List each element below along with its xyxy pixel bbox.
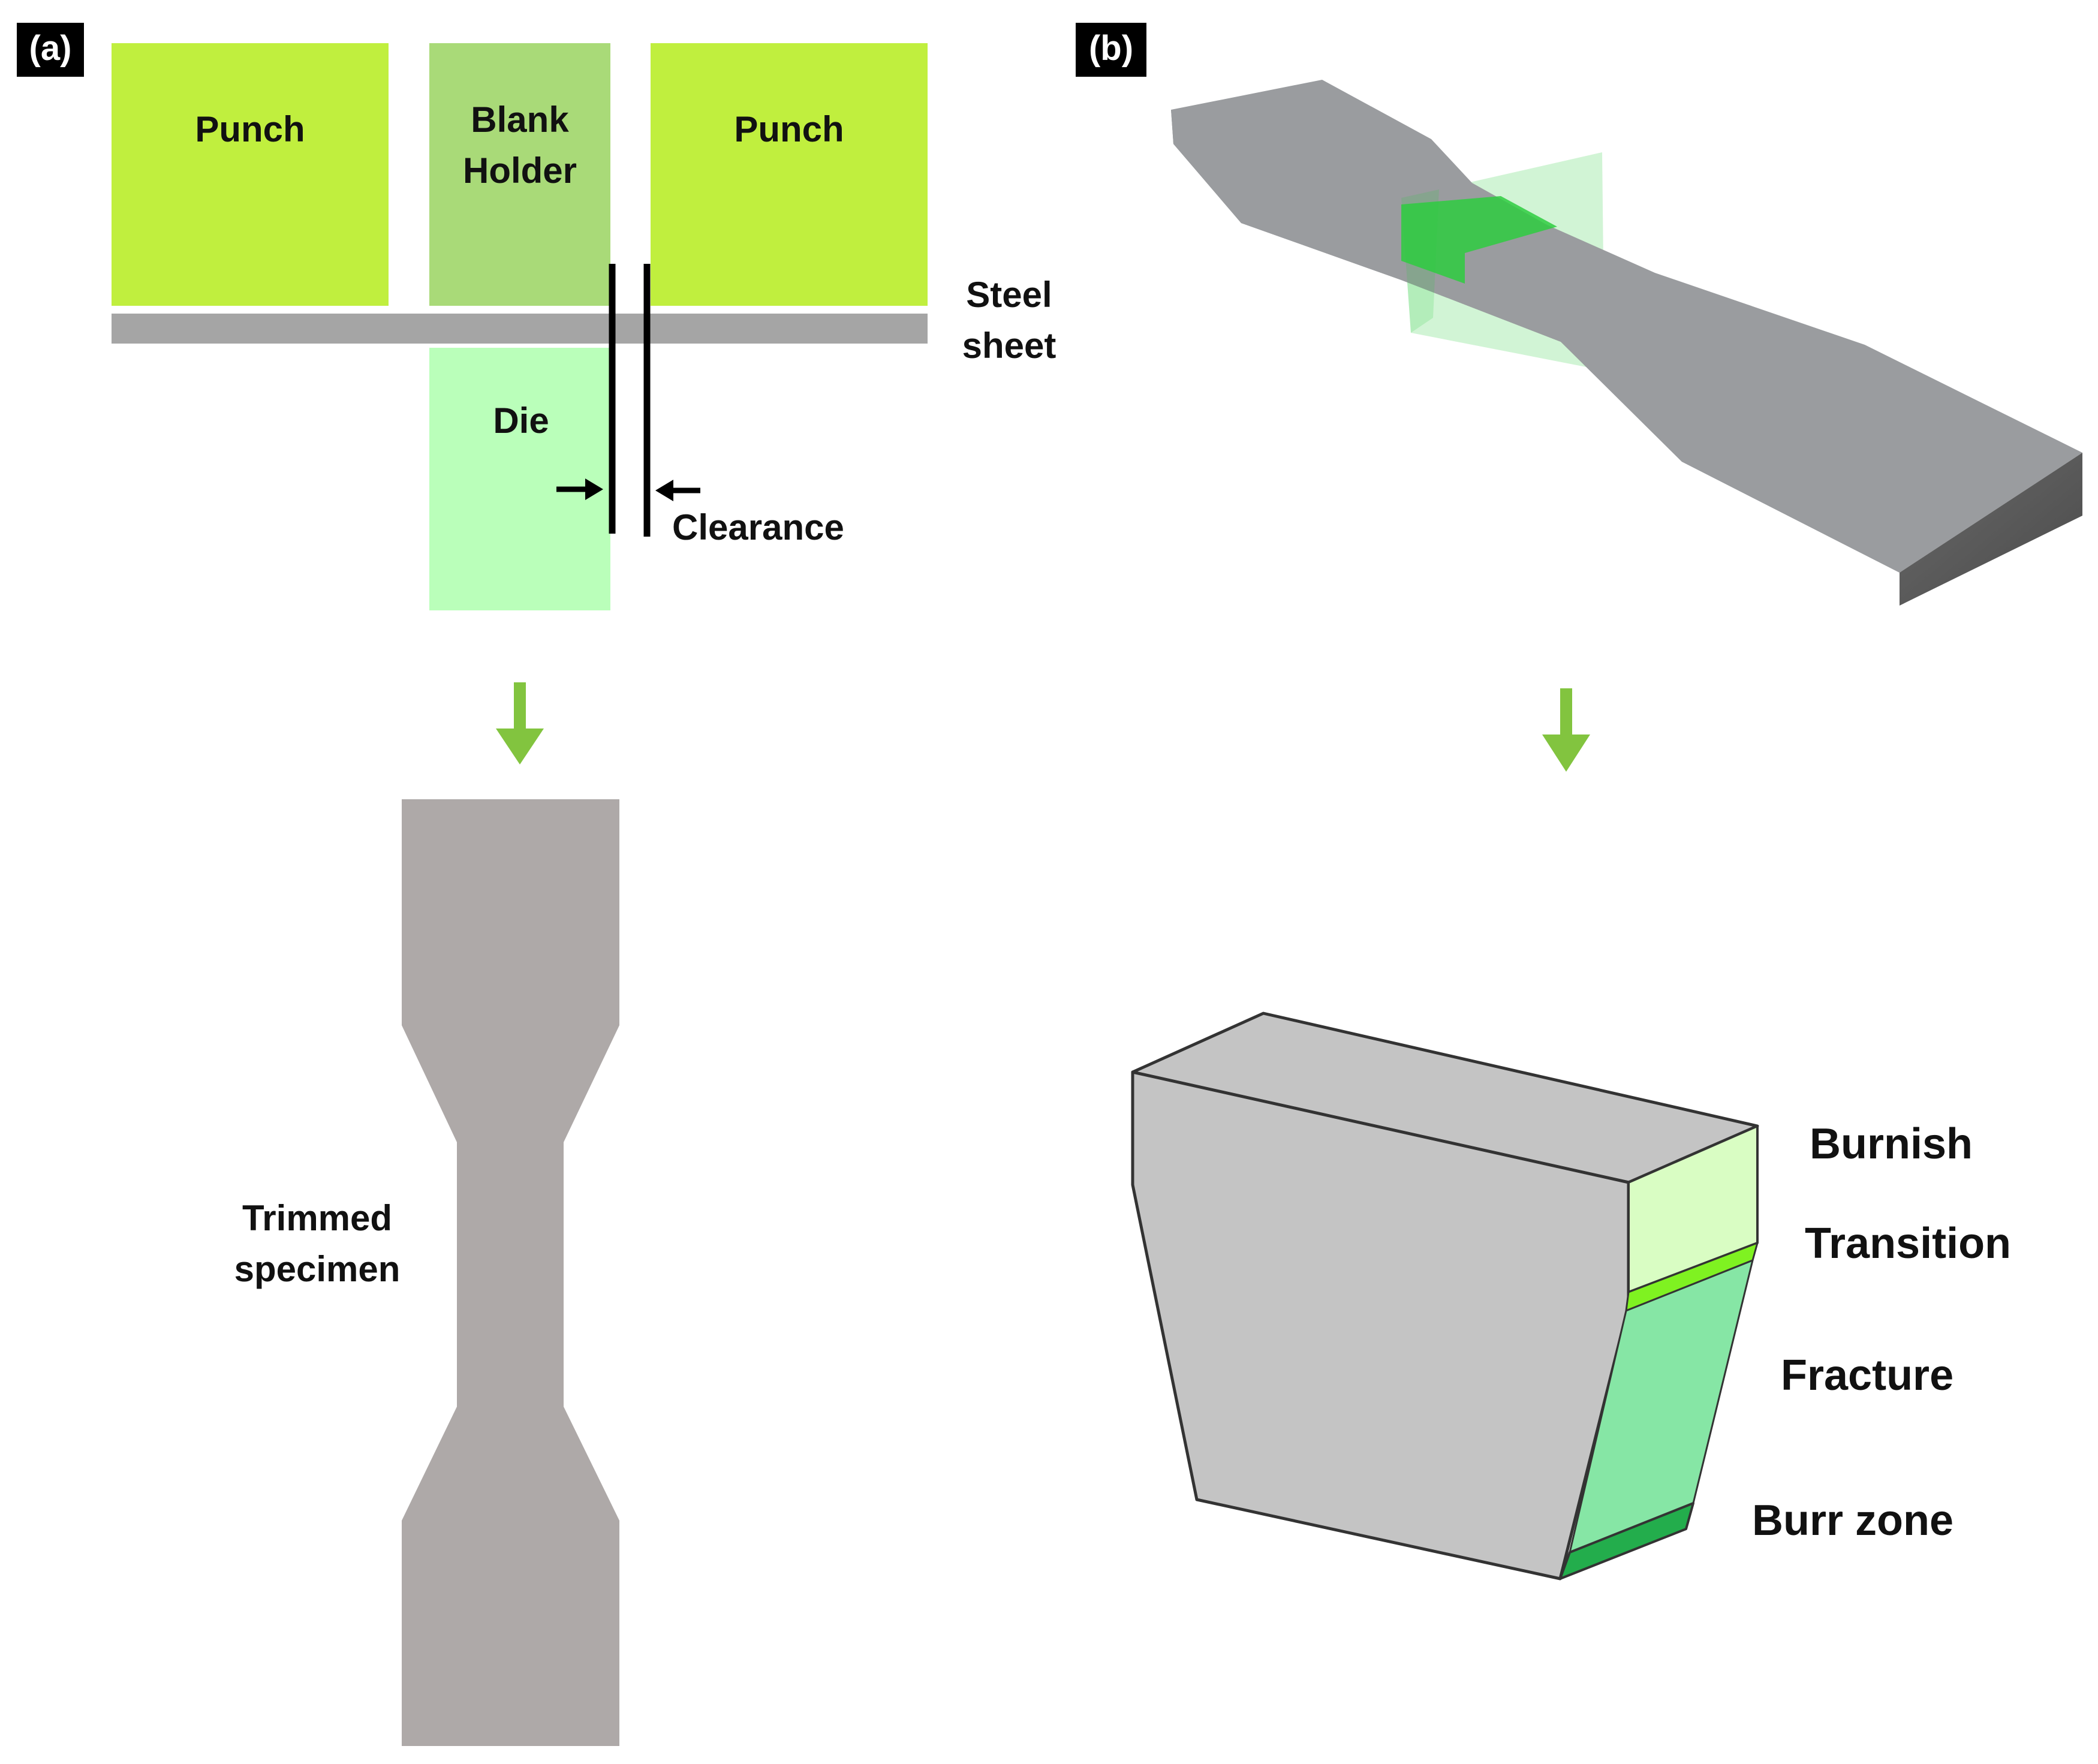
down-arrow-b [1542, 688, 1590, 772]
punch-right [651, 43, 928, 306]
panel-a: (a) Punch Blank Holder Punch Steel sheet… [17, 23, 1056, 1746]
clearance-label: Clearance [672, 507, 844, 547]
punch-left-label: Punch [195, 109, 305, 149]
svg-text:(a): (a) [29, 29, 72, 68]
cut-plane-front [1401, 189, 1439, 333]
blank-holder-label-line2: Holder [463, 150, 577, 191]
specimen-end-face [1900, 453, 2082, 606]
die-label: Die [493, 401, 549, 441]
zone-label-burr: Burr zone [1752, 1497, 1953, 1545]
panel-b: (b) Burnish Transition Fract [1076, 23, 2082, 1581]
down-arrow-a [496, 682, 544, 764]
cut-section-highlight [1401, 196, 1557, 284]
panel-b-tag: (b) [1076, 23, 1146, 77]
specimen-top-face [1171, 80, 2082, 573]
punch-left [112, 43, 389, 306]
clearance-arrow-right [655, 480, 700, 501]
svg-text:(b): (b) [1089, 29, 1133, 68]
die [429, 348, 610, 610]
trimmed-specimen-label-line2: specimen [234, 1249, 401, 1289]
zone-label-fracture: Fracture [1781, 1351, 1953, 1399]
trimmed-specimen [402, 799, 619, 1746]
trimmed-specimen-label-line1: Trimmed [242, 1198, 392, 1238]
zone-label-burnish: Burnish [1810, 1120, 1973, 1168]
tensile-specimen-3d [1171, 80, 2082, 606]
cross-section-block [1131, 1012, 1759, 1581]
steel-sheet-label-line2: sheet [962, 326, 1056, 366]
zone-burr [1559, 1502, 1694, 1580]
steel-sheet-label-line1: Steel [966, 275, 1052, 315]
blank-holder-label-line1: Blank [471, 100, 569, 140]
panel-a-tag: (a) [17, 23, 84, 77]
zone-label-transition: Transition [1805, 1220, 2011, 1268]
steel-sheet [112, 314, 928, 344]
blank-holder [429, 43, 610, 306]
clearance-arrow-left [556, 478, 603, 500]
punch-right-label: Punch [734, 109, 844, 149]
